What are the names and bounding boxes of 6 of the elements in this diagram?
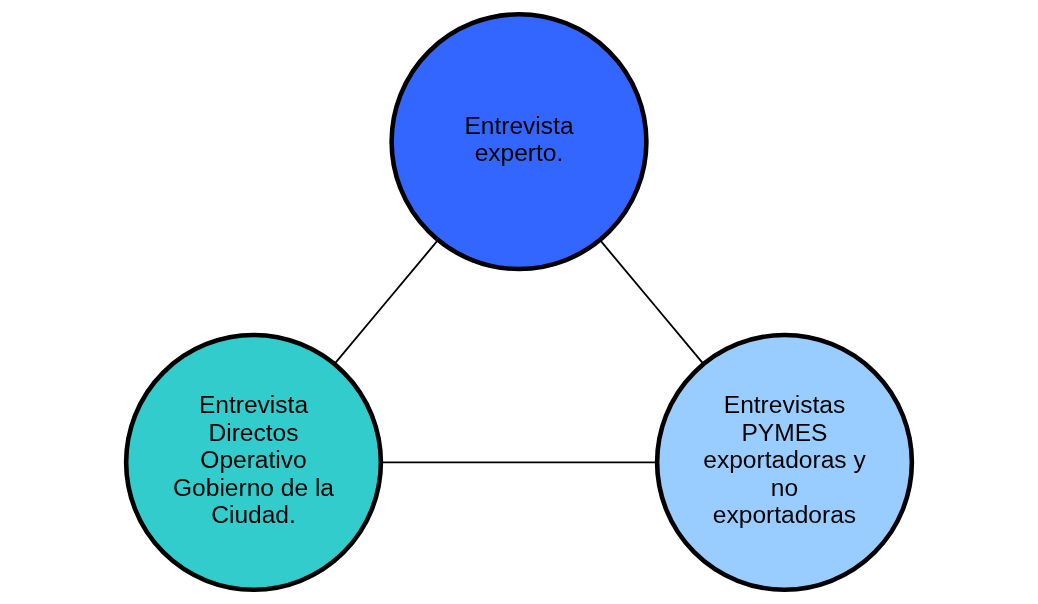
connector [599,239,705,365]
node-circle: Entrevistas PYMES exportadoras y no exportadoras [654,332,915,593]
node-circle: Entrevista Directos Operativo Gobierno de la Ciudad. [123,332,384,593]
connector [380,461,658,464]
connector [333,239,439,365]
node-circle: Entrevista experto. [389,11,649,272]
